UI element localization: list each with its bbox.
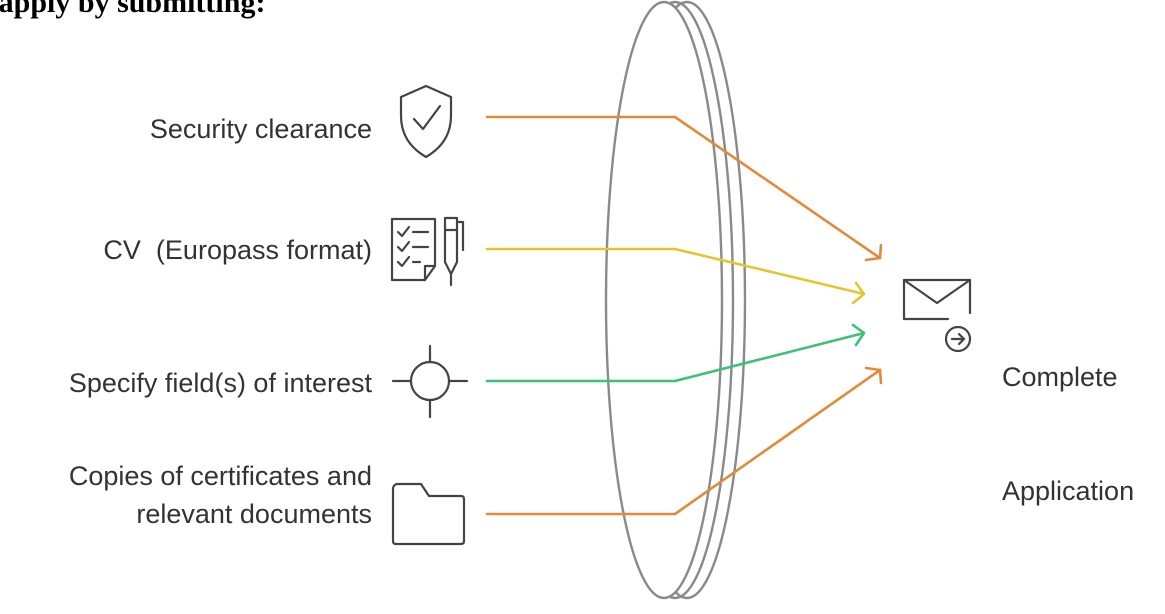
result-label: Complete Application	[1002, 282, 1134, 586]
input-label-certificates: Copies of certificates and relevant docu…	[68, 461, 372, 529]
result-label-line1: Complete	[1002, 362, 1118, 392]
result-label-line2: Application	[1002, 476, 1135, 506]
connector-cv	[485, 247, 866, 305]
folder-icon	[391, 482, 466, 546]
shield-check-icon	[399, 84, 453, 159]
input-label-field: Specify field(s) of interest	[68, 368, 372, 398]
checklist-pen-icon	[390, 216, 465, 287]
lens-disc	[604, 0, 747, 600]
connector-certificates	[485, 366, 883, 516]
envelope-arrow-icon	[902, 278, 972, 353]
connector-security	[485, 115, 883, 262]
input-label-security: Security clearance	[149, 114, 372, 144]
crosshair-icon	[391, 344, 469, 419]
input-label-cv: CV (Europass format)	[103, 235, 372, 265]
connector-field	[485, 323, 866, 383]
lens-ellipse-front	[604, 0, 724, 600]
diagram-heading: u can apply by submitting:	[0, 0, 266, 19]
